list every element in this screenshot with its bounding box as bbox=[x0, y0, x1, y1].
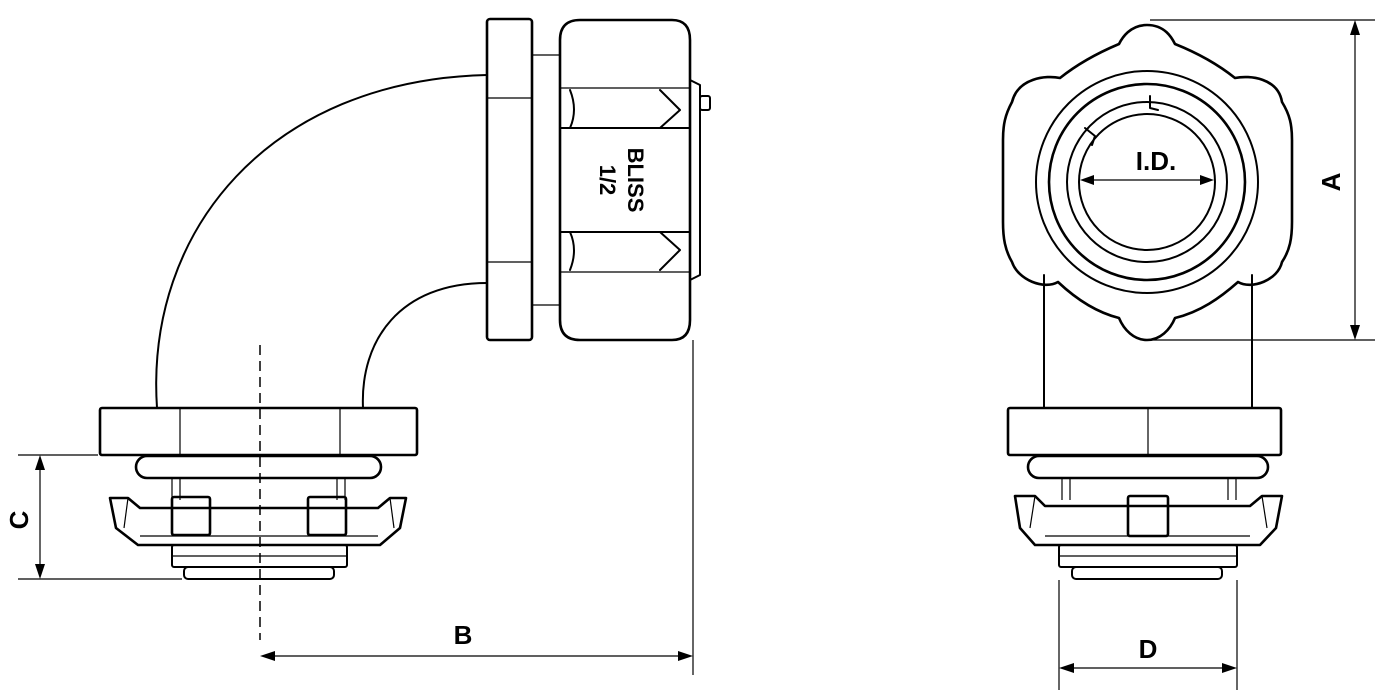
label-id: I.D. bbox=[1136, 146, 1176, 176]
end-threaded-end bbox=[1058, 544, 1238, 580]
end-thread-section bbox=[1061, 478, 1237, 500]
dimension-id: I.D. bbox=[1080, 146, 1214, 185]
locknut bbox=[108, 495, 408, 547]
end-bottom-hex bbox=[1006, 406, 1283, 457]
marking-size: 1/2 bbox=[595, 165, 620, 196]
end-sealing-ring bbox=[1026, 454, 1270, 480]
compression-nut bbox=[558, 18, 711, 342]
elbow-body bbox=[155, 74, 488, 409]
label-d: D bbox=[1139, 634, 1158, 664]
dimension-a: A bbox=[1150, 19, 1375, 341]
product-marking: BLISS 1/2 bbox=[595, 148, 648, 213]
bottom-hex bbox=[98, 406, 419, 457]
lobed-nut bbox=[1001, 23, 1294, 342]
end-locknut bbox=[1013, 494, 1284, 547]
elbow-flange bbox=[485, 17, 560, 342]
end-view: I.D. A bbox=[1001, 19, 1375, 690]
dimension-b: B bbox=[260, 340, 694, 675]
side-view: BLISS 1/2 bbox=[4, 17, 711, 675]
label-c: C bbox=[4, 510, 34, 529]
dimension-d: D bbox=[1058, 580, 1238, 690]
sealing-ring bbox=[134, 454, 383, 480]
dimension-c: C bbox=[4, 454, 182, 580]
stem-body bbox=[1043, 274, 1253, 409]
marking-brand: BLISS bbox=[623, 148, 648, 213]
label-b: B bbox=[454, 620, 473, 650]
label-a: A bbox=[1316, 172, 1346, 191]
